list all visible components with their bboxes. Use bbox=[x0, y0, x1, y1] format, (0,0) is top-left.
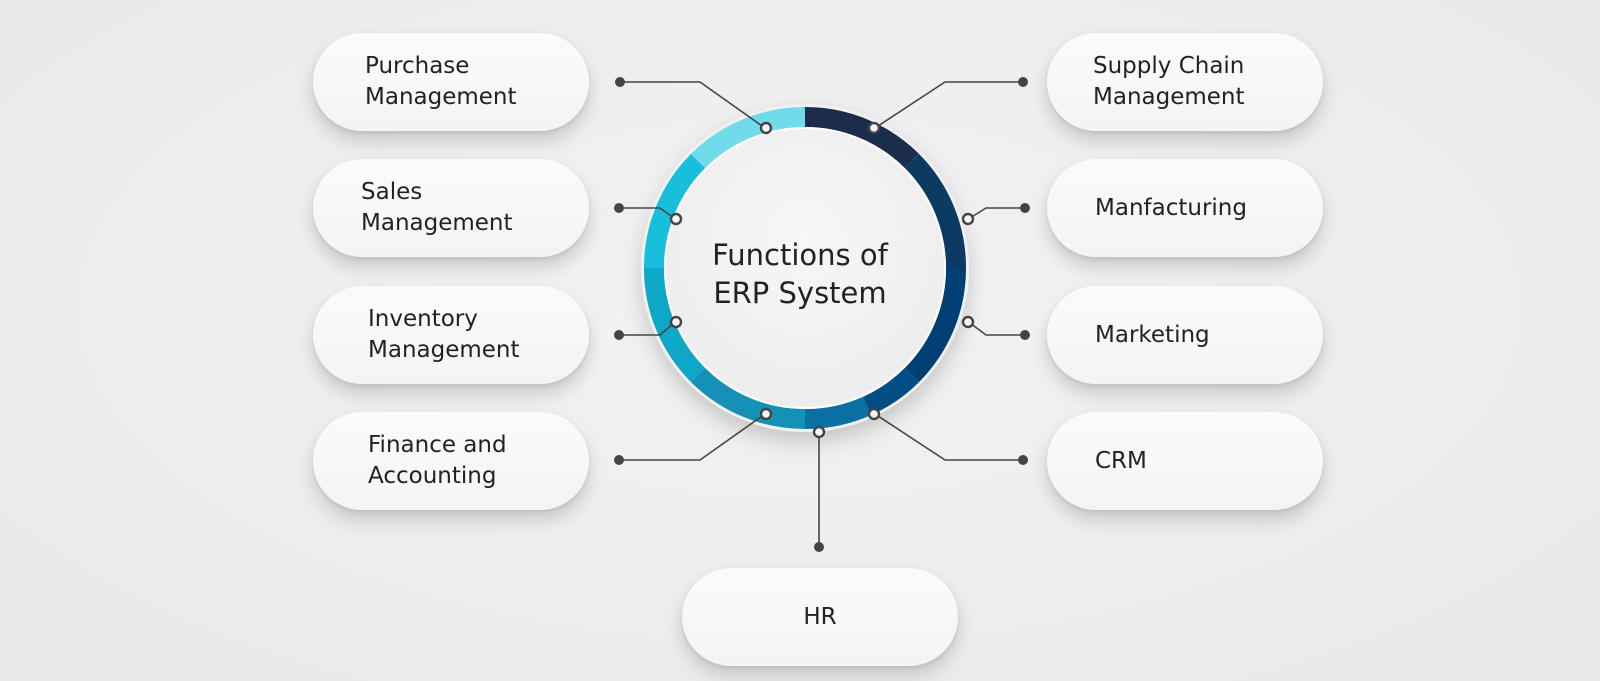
dot-sales-ring bbox=[669, 212, 683, 226]
function-label: Marketing bbox=[1095, 321, 1210, 348]
ring-segment-sales bbox=[643, 153, 706, 269]
dot-finance-outer bbox=[614, 455, 624, 465]
connector-marketing bbox=[969, 322, 1024, 336]
dot-supply-outer bbox=[1018, 77, 1028, 87]
function-crm: CRM bbox=[1047, 412, 1323, 510]
dot-sales-outer bbox=[614, 203, 624, 213]
dot-manufacturing-ring bbox=[961, 212, 975, 226]
connector-dots-ring bbox=[669, 121, 975, 439]
dot-purchase-outer bbox=[615, 77, 625, 87]
dot-crm-outer bbox=[1018, 455, 1028, 465]
function-label: Manfacturing bbox=[1095, 194, 1247, 221]
connector-dots-outer bbox=[614, 77, 1030, 552]
dot-crm-ring bbox=[867, 407, 881, 421]
function-label: Supply Chain Management bbox=[1093, 53, 1245, 110]
connector-supply bbox=[874, 81, 1022, 129]
connector-manufacturing bbox=[969, 207, 1024, 219]
connector-finance bbox=[620, 413, 766, 461]
center-title: Functions of ERP System bbox=[712, 238, 888, 310]
ring-segments bbox=[643, 106, 967, 430]
dot-supply-ring bbox=[867, 121, 881, 135]
center-disc bbox=[664, 127, 946, 409]
connector-crm bbox=[874, 413, 1022, 461]
dot-manufacturing-outer bbox=[1020, 203, 1030, 213]
ring-segment-crm bbox=[862, 367, 920, 416]
ring-segment-finance bbox=[690, 367, 806, 430]
dot-inventory-ring bbox=[669, 315, 683, 329]
ring-segment-hr bbox=[804, 396, 872, 430]
ring-segment-manufacturing bbox=[904, 153, 967, 269]
dot-purchase-ring bbox=[759, 121, 773, 135]
dot-marketing-ring bbox=[961, 315, 975, 329]
function-inventory-management: Inventory Management bbox=[313, 286, 589, 384]
dot-hr-outer bbox=[814, 542, 824, 552]
dot-inventory-outer bbox=[614, 330, 624, 340]
ring-segment-purchase bbox=[690, 106, 806, 169]
function-label: CRM bbox=[1095, 447, 1147, 474]
ring-segment-inventory bbox=[643, 267, 706, 383]
function-label: Sales Management bbox=[361, 179, 513, 236]
connector-purchase bbox=[621, 81, 766, 129]
function-label: HR bbox=[803, 603, 837, 630]
connector-inventory bbox=[620, 322, 675, 336]
connector-sales bbox=[620, 207, 675, 219]
ring-segment-supply bbox=[804, 106, 920, 169]
function-finance-and-accounting: Finance and Accounting bbox=[313, 412, 589, 510]
connector-lines bbox=[620, 81, 1024, 546]
function-sales-management: Sales Management bbox=[313, 159, 589, 257]
function-marketing: Marketing bbox=[1047, 286, 1323, 384]
dot-hr-ring bbox=[812, 425, 826, 439]
function-manufacturing: Manfacturing bbox=[1047, 159, 1323, 257]
ring-segment-marketing bbox=[904, 267, 967, 383]
function-supply-chain-management: Supply Chain Management bbox=[1047, 33, 1323, 131]
dot-marketing-outer bbox=[1020, 330, 1030, 340]
function-hr: HR bbox=[682, 568, 958, 666]
function-label: Purchase Management bbox=[365, 53, 517, 110]
function-label: Inventory Management bbox=[368, 306, 520, 363]
dot-finance-ring bbox=[759, 407, 773, 421]
function-label: Finance and Accounting bbox=[368, 432, 507, 489]
function-purchase-management: Purchase Management bbox=[313, 33, 589, 131]
